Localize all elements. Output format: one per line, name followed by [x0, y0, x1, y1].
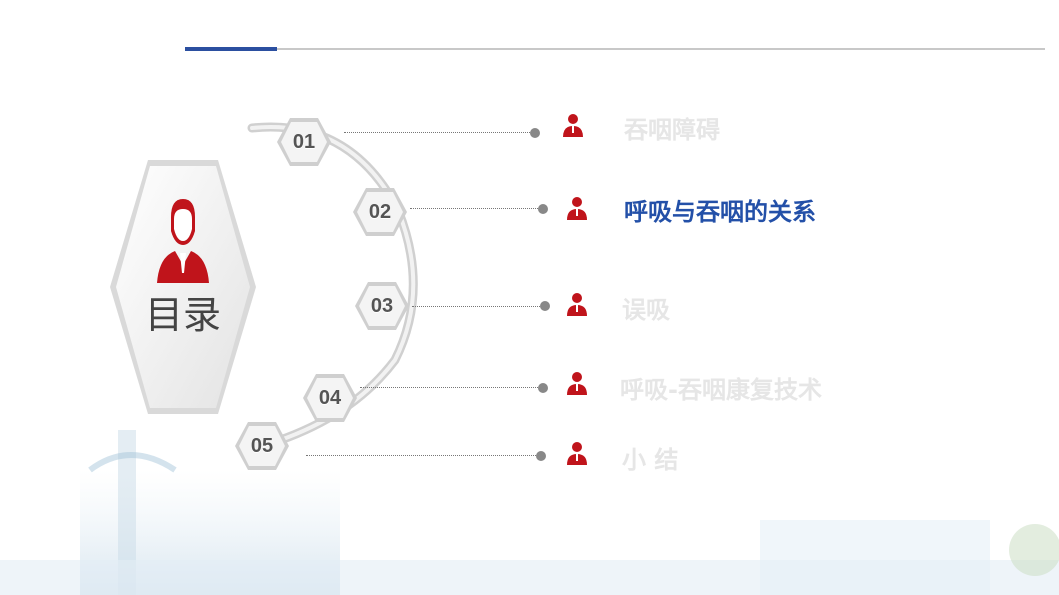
menu-item-label[interactable]: 小 结 — [622, 446, 679, 474]
menu-item-label[interactable]: 误吸 — [622, 296, 670, 324]
badge-number: 05 — [250, 434, 274, 457]
menu-item-label[interactable]: 吞咽障碍 — [624, 116, 720, 144]
badge-03[interactable]: 03 — [354, 280, 410, 332]
person-icon — [567, 197, 587, 220]
leader-line-02 — [410, 208, 540, 209]
top-divider-line — [185, 48, 1045, 50]
badge-04[interactable]: 04 — [302, 372, 358, 424]
leader-line-05 — [306, 455, 538, 456]
leader-line-03 — [412, 306, 542, 307]
leader-dot-04 — [538, 383, 548, 393]
badge-01[interactable]: 01 — [276, 116, 332, 168]
person-icon — [567, 442, 587, 465]
leader-line-04 — [360, 387, 540, 388]
title-person-icon — [157, 199, 209, 283]
menu-item-label[interactable]: 呼吸-吞咽康复技术 — [620, 376, 822, 404]
leader-line-01 — [344, 132, 534, 133]
title-hexagon — [110, 160, 256, 414]
page-title: 目录 — [144, 293, 221, 337]
badge-number: 03 — [370, 294, 394, 317]
person-icon — [567, 372, 587, 395]
badge-02[interactable]: 02 — [352, 186, 408, 238]
leader-dot-02 — [538, 204, 548, 214]
top-divider-accent — [185, 47, 277, 51]
leader-dot-03 — [540, 301, 550, 311]
menu-item-label-active[interactable]: 呼吸与吞咽的关系 — [624, 198, 816, 226]
leader-dot-05 — [536, 451, 546, 461]
leader-dot-01 — [530, 128, 540, 138]
person-icon — [563, 114, 583, 137]
person-icon — [567, 293, 587, 316]
badge-number: 02 — [368, 200, 392, 223]
badge-number: 04 — [318, 386, 342, 409]
badge-number: 01 — [292, 130, 316, 153]
badge-05[interactable]: 05 — [234, 420, 290, 472]
